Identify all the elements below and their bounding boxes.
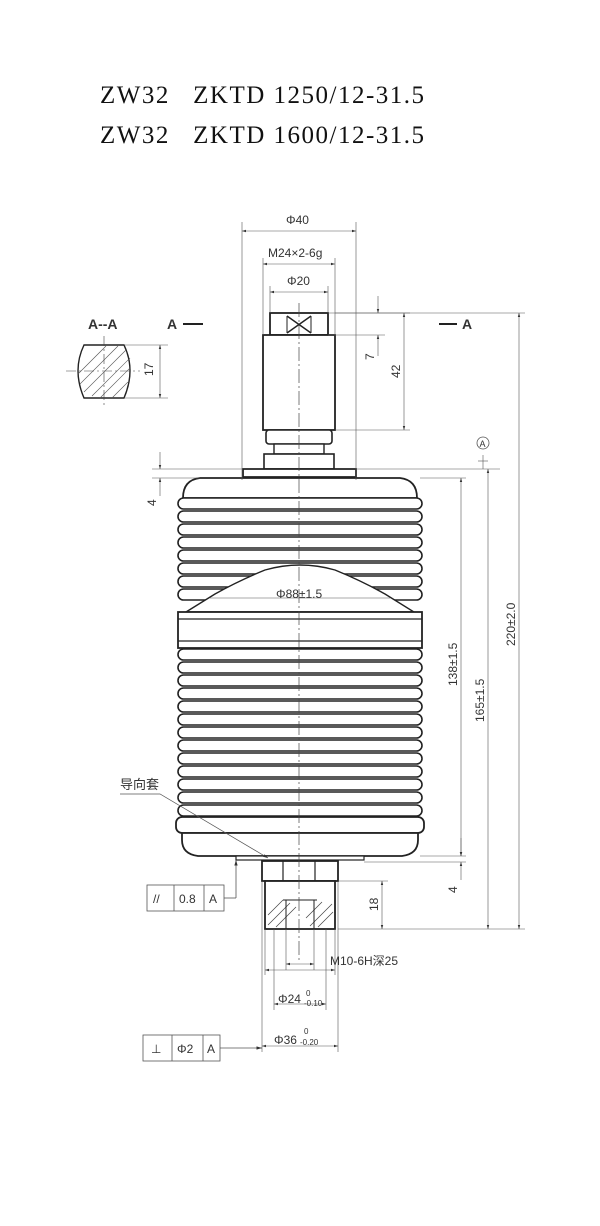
dim-18: 18 (367, 897, 381, 911)
parallel-symbol: // (153, 892, 160, 906)
model-title-1600: ZW32 ZKTD 1600/12-31.5 (100, 122, 426, 149)
section-mark-a-right: A (462, 316, 472, 332)
dim-dia-24: Φ24 (278, 992, 301, 1006)
section-hatch (77, 345, 131, 399)
interrupter-body (175, 468, 425, 861)
dim-42: 42 (389, 364, 403, 378)
dim-dia-24-tol-upper: 0 (306, 989, 311, 998)
dim-dia-36-tol-upper: 0 (304, 1027, 309, 1036)
dim-dia-36: Φ36 (274, 1033, 297, 1047)
datum-a-symbol (476, 436, 490, 450)
perpendicular-datum: A (207, 1042, 215, 1056)
parallel-value: 0.8 (179, 892, 196, 906)
dim-4-top: 4 (145, 499, 159, 506)
dim-thread-m24: M24×2-6g (268, 246, 322, 260)
right-dimensions (335, 312, 525, 930)
parallel-datum: A (209, 892, 217, 906)
perpendicular-value: Φ2 (177, 1042, 194, 1056)
dim-dia-40: Φ40 (286, 213, 309, 227)
dim-138: 138±1.5 (446, 642, 460, 686)
dim-dia-24-tol-lower: -0.10 (304, 999, 323, 1008)
dim-dia-20: Φ20 (287, 274, 310, 288)
perpendicular-symbol: ⊥ (151, 1042, 161, 1056)
cutaway-window (183, 564, 417, 613)
dim-4-bottom: 4 (446, 886, 460, 893)
guide-sleeve-leader (120, 793, 269, 859)
dim-17: 17 (142, 362, 156, 376)
dim-thread-m10: M10-6H深25 (330, 954, 398, 968)
perpendicularity-frame (142, 1034, 262, 1062)
dim-dia-88: Φ88±1.5 (276, 587, 323, 601)
fixed-stem (261, 860, 339, 930)
dim-165: 165±1.5 (473, 678, 487, 722)
model-title-1250: ZW32 ZKTD 1250/12-31.5 (100, 82, 426, 109)
datum-a-label: A (480, 439, 486, 449)
dim-dia-36-tol-lower: -0.20 (300, 1038, 319, 1047)
section-label-aa: A--A (88, 316, 118, 332)
section-mark-a-left: A (167, 316, 177, 332)
title-block: ZW32 ZKTD 1250/12-31.5 ZW32 ZKTD 1600/12… (100, 76, 426, 156)
guide-sleeve-label: 导向套 (120, 777, 159, 792)
parallelism-frame (146, 860, 238, 912)
bottom-dimensions (261, 881, 339, 1052)
dim-220: 220±2.0 (504, 602, 518, 646)
section-view-aa: A--A A A 17 (66, 316, 472, 406)
dim-7: 7 (363, 353, 377, 360)
left-dimensions (152, 452, 243, 496)
